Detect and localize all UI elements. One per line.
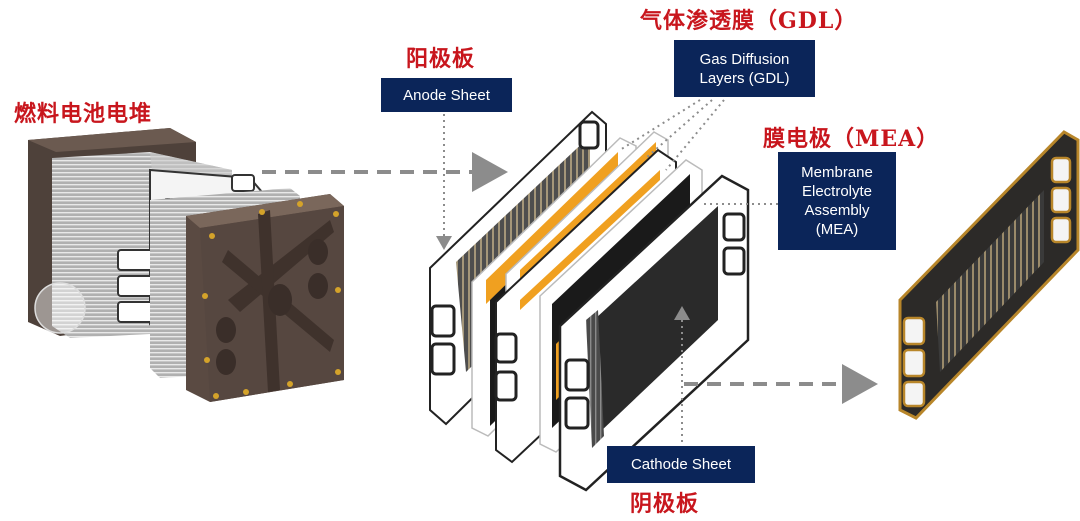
box-gdl: Gas Diffusion Layers (GDL) [674, 40, 815, 97]
single-bipolar-plate [898, 130, 1080, 420]
label-anode-cn: 阳极板 [406, 46, 476, 72]
fuel-cell-stack [28, 128, 344, 402]
label-cathode-cn: 阴极板 [630, 491, 700, 517]
leader-lines [436, 99, 778, 448]
box-anode-text: Anode Sheet [403, 86, 490, 104]
box-gdl-line1: Gas Diffusion [699, 50, 790, 68]
label-gdl-cn: 气体渗透膜（GDL） [640, 8, 858, 34]
box-mea: Membrane Electrolyte Assembly (MEA) [778, 152, 896, 250]
box-anode-sheet: Anode Sheet [381, 78, 512, 112]
label-mea-cn: 膜电极（MEA） [763, 126, 940, 152]
box-cathode-sheet: Cathode Sheet [607, 446, 755, 483]
label-stack-cn: 燃料电池电堆 [14, 101, 153, 127]
box-mea-line2: Electrolyte [801, 183, 873, 200]
exploded-cathode-sheet [558, 174, 750, 492]
stack-highlight-circle [34, 282, 86, 334]
box-cathode-text: Cathode Sheet [630, 456, 732, 473]
box-mea-line1: Membrane [801, 164, 873, 181]
exploded-cell-view [429, 110, 750, 492]
box-mea-line4: (MEA) [815, 221, 859, 238]
box-mea-line3: Assembly [804, 202, 870, 219]
stack-bolts [202, 201, 341, 399]
box-gdl-line2: Layers (GDL) [699, 69, 790, 87]
stack-front-endplate [186, 194, 344, 402]
